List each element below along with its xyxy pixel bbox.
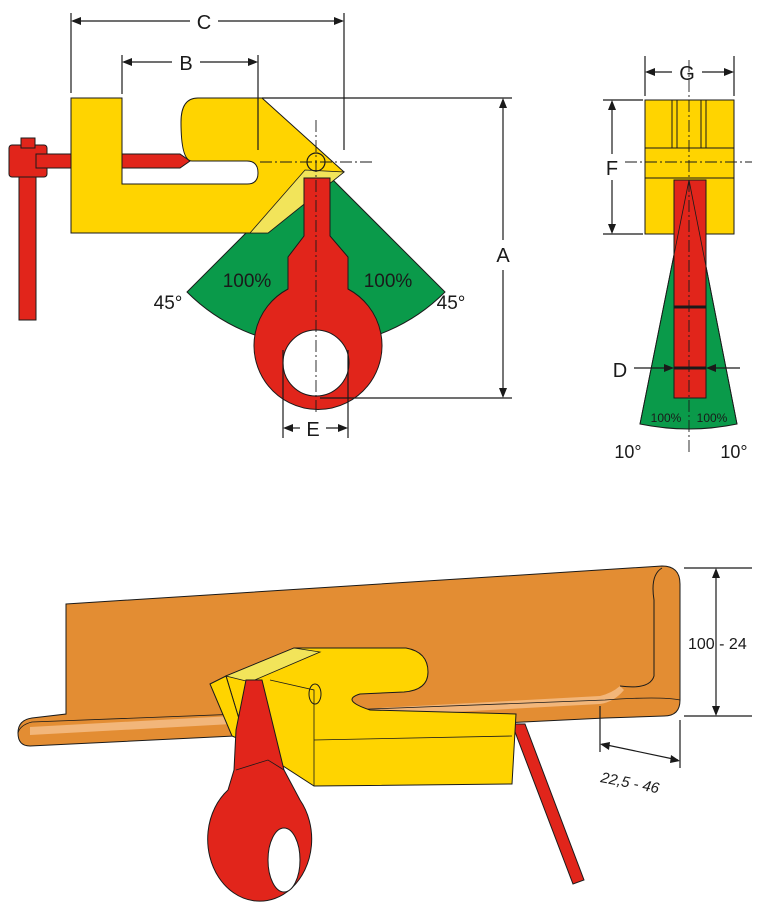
clamp-body-perspective (225, 647, 517, 787)
dim-label-b: B (179, 53, 192, 75)
front-angle-right: 10° (720, 442, 747, 462)
pivot-pin-perspective (308, 683, 322, 705)
beam-height-label: 100 - 24 (688, 636, 747, 653)
load-label-left: 100% (223, 271, 272, 292)
load-label-right: 100% (364, 271, 413, 292)
dim-label-g: G (679, 63, 695, 85)
flange-width-label: 22,5 - 46 (598, 769, 661, 797)
front-load-right: 100% (697, 411, 728, 425)
eye-hole-perspective (267, 827, 301, 893)
dim-label-f: F (606, 158, 618, 180)
screw-cap (20, 137, 36, 149)
angle-label-right: 45° (437, 293, 466, 314)
dim-label-e: E (306, 419, 319, 441)
perspective-view: 100 - 24 22,5 - 46 (17, 565, 752, 902)
dim-label-d: D (613, 360, 627, 382)
angle-label-left: 45° (154, 293, 183, 314)
front-view: G F D 100% 100% 10° 10° (603, 56, 752, 462)
front-angle-left: 10° (614, 442, 641, 462)
dim-label-c: C (197, 12, 211, 34)
lifting-eye-front (673, 179, 707, 399)
beam-flange-highlight (30, 686, 624, 735)
clamp-body (70, 97, 345, 234)
front-load-left: 100% (651, 411, 682, 425)
dim-label-a: A (496, 245, 510, 267)
screw-handle-perspective (511, 723, 585, 885)
side-view: C B A E 100% 100% 45° 45° (8, 12, 512, 441)
